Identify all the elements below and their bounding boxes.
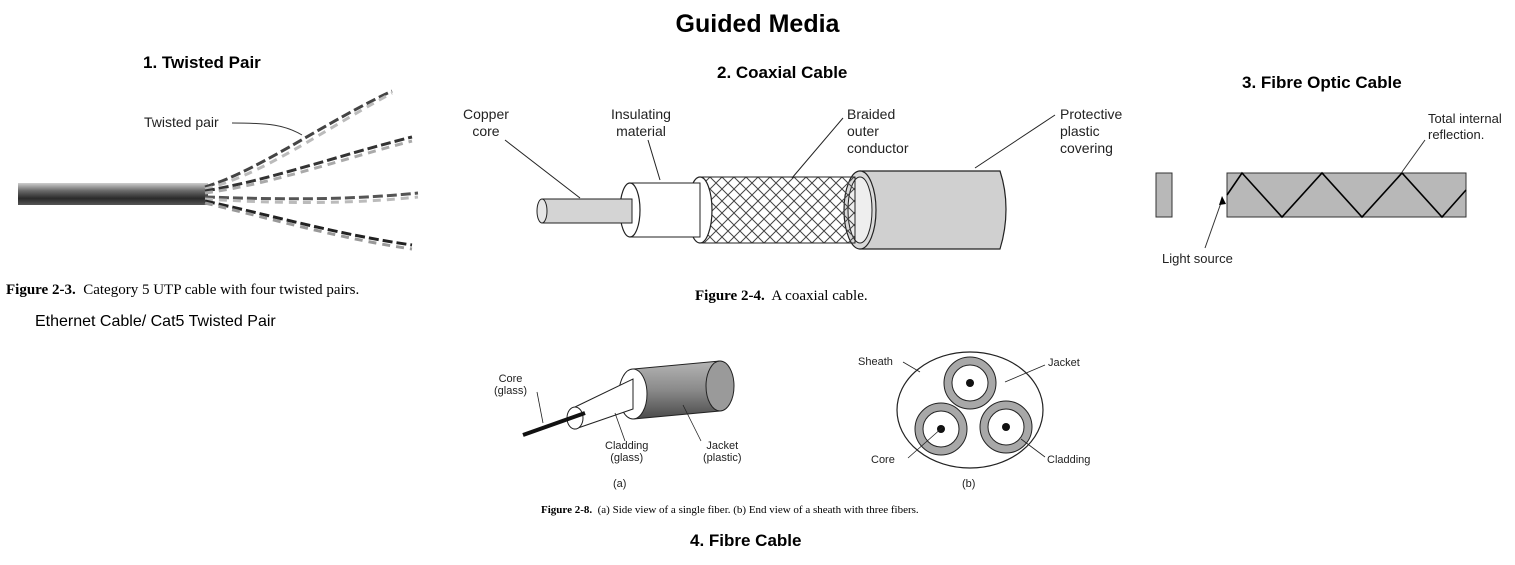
figure-2-8-caption: Figure 2-8. (a) Side view of a single fi… — [541, 504, 919, 516]
figure-2-3-text: Category 5 UTP cable with four twisted p… — [83, 282, 360, 298]
braided-conductor-label: Braided outer conductor — [847, 106, 909, 156]
core-glass-label: Core (glass) — [494, 373, 528, 397]
figure-2-8-text: (a) Side view of a single fiber. (b) End… — [597, 504, 919, 516]
coaxial-illustration — [536, 170, 1007, 250]
total-internal-reflection-label: Total internal reflection. — [1428, 111, 1502, 142]
figure-2-3-number: Figure 2-3. — [6, 282, 76, 298]
core-label: Core — [871, 454, 895, 466]
figure-2-3-caption: Figure 2-3. Category 5 UTP cable with fo… — [6, 282, 359, 299]
protective-covering-label: Protective plastic covering — [1060, 106, 1123, 156]
page-title: Guided Media — [675, 10, 840, 38]
twisted-pair-callout: Twisted pair — [144, 114, 219, 130]
light-source-label: Light source — [1162, 251, 1233, 266]
cladding-label: Cladding — [1047, 454, 1091, 466]
jacket-plastic-label: Jacket (plastic) — [703, 440, 742, 464]
twisted-pair-subtitle: Ethernet Cable/ Cat5 Twisted Pair — [35, 313, 276, 330]
twisted-pair-heading: 1. Twisted Pair — [143, 53, 261, 72]
fibre-side-view-illustration — [522, 360, 735, 442]
twisted-pair-illustration — [18, 89, 419, 251]
cladding-glass-label: Cladding (glass) — [605, 440, 649, 464]
sheath-label: Sheath — [858, 356, 893, 368]
fibre-cable-heading: 4. Fibre Cable — [690, 531, 802, 550]
fibre-optic-heading: 3. Fibre Optic Cable — [1242, 73, 1402, 92]
figure-2-4-number: Figure 2-4. — [695, 288, 765, 304]
sub-figure-a-label: (a) — [613, 478, 627, 490]
sub-figure-b-label: (b) — [962, 478, 976, 490]
jacket-label: Jacket — [1048, 357, 1080, 369]
figure-2-4-caption: Figure 2-4. A coaxial cable. — [695, 288, 868, 305]
fibre-optic-illustration — [1155, 139, 1467, 249]
fibre-end-view-illustration — [896, 351, 1046, 469]
insulating-material-label: Insulating material — [611, 106, 671, 139]
copper-core-label: Copper core — [463, 106, 509, 139]
figure-2-8-number: Figure 2-8. — [541, 504, 593, 516]
figure-2-4-text: A coaxial cable. — [771, 288, 868, 304]
coaxial-heading: 2. Coaxial Cable — [717, 63, 848, 82]
